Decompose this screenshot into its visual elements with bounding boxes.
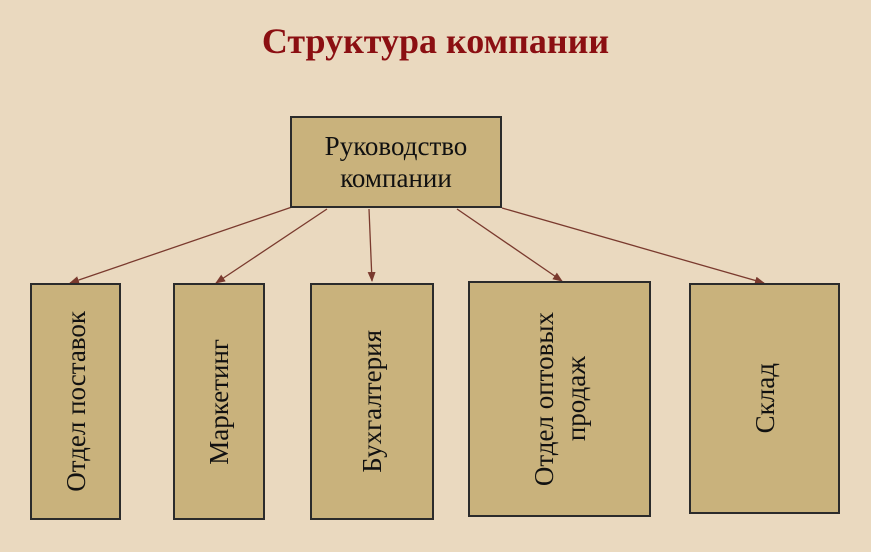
page-title: Структура компании (261, 21, 610, 61)
dept-node-accounting-label: Бухгалтерия (356, 330, 388, 473)
dept-node-wholesale: Отдел оптовых продаж (468, 281, 651, 517)
dept-node-supply: Отдел поставок (30, 283, 121, 520)
dept-node-wholesale-label: Отдел оптовых продаж (528, 312, 592, 486)
root-node-label-line1: Руководство (324, 131, 468, 161)
connector-arrow-4 (456, 208, 563, 282)
dept-node-accounting: Бухгалтерия (310, 283, 434, 520)
dept-node-marketing: Маркетинг (173, 283, 265, 520)
dept-label-line: Отдел оптовых (528, 311, 559, 487)
dept-label-line: Маркетинг (204, 338, 234, 465)
dept-label-line: продаж (560, 356, 591, 442)
dept-node-marketing-label: Маркетинг (203, 339, 235, 465)
dept-label-line: Склад (749, 363, 780, 434)
dept-label-line: Бухгалтерия (357, 330, 387, 473)
connector-arrow-1 (69, 206, 293, 284)
dept-label-line: Отдел поставок (60, 311, 91, 492)
connector-arrow-5 (501, 207, 765, 285)
dept-node-supply-label: Отдел поставок (60, 311, 92, 492)
dept-node-warehouse: Склад (689, 283, 840, 514)
dept-node-warehouse-label: Склад (749, 363, 781, 433)
connector-arrow-2 (215, 208, 328, 284)
connector-arrow-3 (367, 208, 376, 282)
root-node-management: Руководство компании (290, 116, 502, 208)
root-node-label-line2: компании (340, 163, 452, 193)
